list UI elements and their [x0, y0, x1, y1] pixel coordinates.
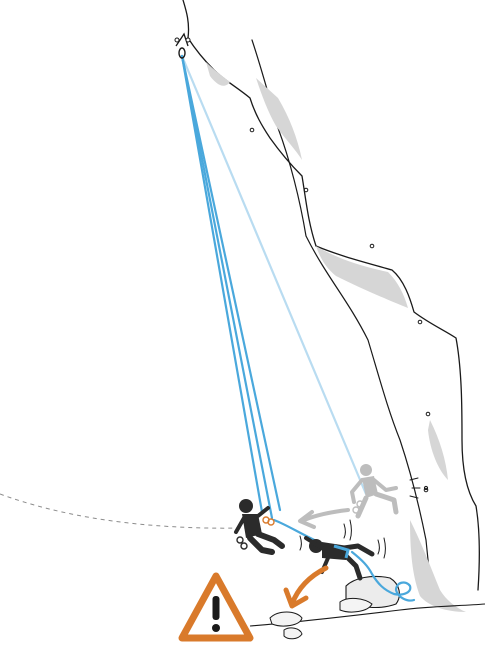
rock-shadow	[256, 78, 302, 160]
arrow-ghost	[300, 510, 348, 527]
rock-shadow	[410, 520, 466, 612]
arrow-fall	[286, 568, 326, 606]
rope-strand	[182, 56, 262, 512]
climber-ghost	[352, 464, 396, 516]
rope-strand	[182, 56, 280, 510]
rock-shadow	[206, 62, 230, 86]
bolt-icon	[250, 128, 254, 132]
bolt-icon	[426, 412, 430, 416]
rock-wall	[183, 0, 479, 612]
rock-shadow	[428, 420, 448, 480]
falling-rock	[270, 612, 302, 626]
falling-rock	[284, 628, 302, 639]
bolt-icon	[370, 244, 374, 248]
climber-belayer	[236, 499, 282, 552]
exclamation-triangle-icon	[182, 576, 250, 638]
bolt-icon	[418, 320, 422, 324]
ropes	[182, 56, 414, 601]
quickdraw-anchor-icon	[175, 34, 190, 58]
rope-strand	[182, 56, 272, 518]
swing-arc	[0, 494, 246, 528]
